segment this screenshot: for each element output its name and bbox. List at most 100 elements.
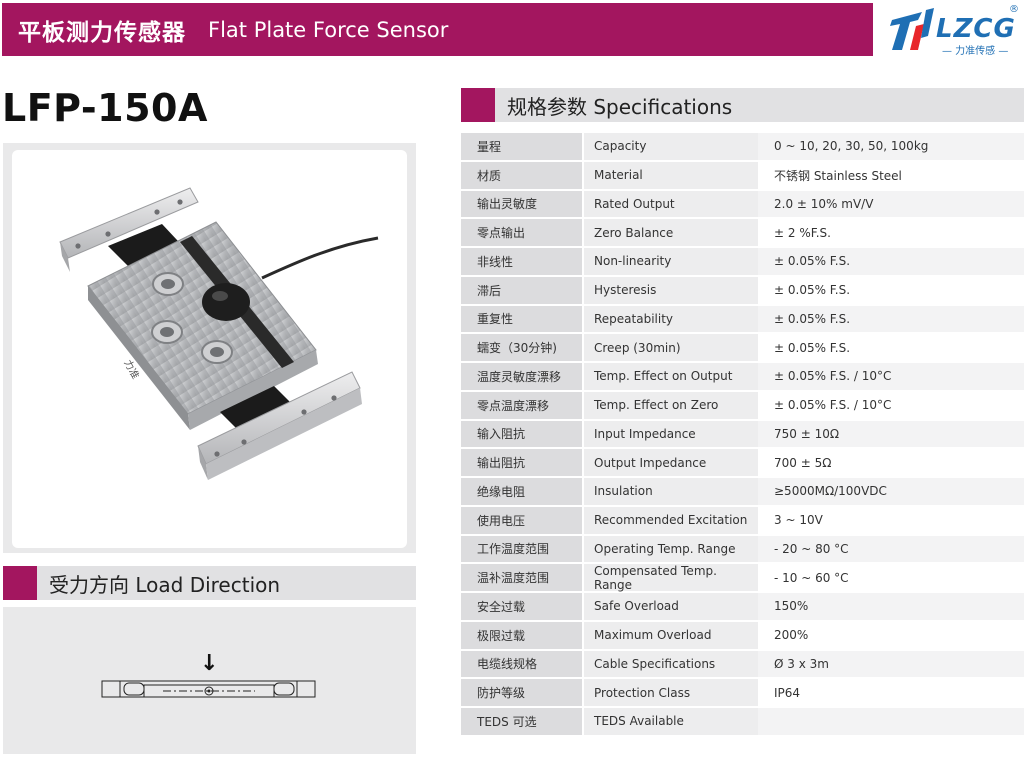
spec-label-en: Temp. Effect on Output xyxy=(584,363,758,390)
spec-label-cn: 绝缘电阻 xyxy=(461,478,582,505)
spec-value: ± 0.05% F.S. xyxy=(758,334,1024,361)
product-photo-frame: 力准 xyxy=(3,143,416,553)
spec-label-cn: 防护等级 xyxy=(461,679,582,706)
spec-label-cn: 使用电压 xyxy=(461,506,582,534)
spec-value: ≥5000MΩ/100VDC xyxy=(758,478,1024,505)
spec-label-en: Creep (30min) xyxy=(584,334,758,361)
spec-value: 750 ± 10Ω xyxy=(758,420,1024,448)
load-direction-diagram: ↓ xyxy=(3,607,416,754)
product-photo: 力准 xyxy=(12,150,407,548)
spec-value: 不锈钢 Stainless Steel xyxy=(758,161,1024,189)
spec-label-en: Hysteresis xyxy=(584,276,758,304)
spec-label-cn: 工作温度范围 xyxy=(461,535,582,563)
logo-registered-mark: ® xyxy=(1009,4,1019,15)
load-cell-illustration: 力准 xyxy=(59,187,379,480)
spec-label-cn: 非线性 xyxy=(461,248,582,275)
logo-brand-text: LZCG xyxy=(936,14,1016,44)
spec-label-cn: 零点温度漂移 xyxy=(461,391,582,419)
spec-label-cn: 输出灵敏度 xyxy=(461,190,582,218)
spec-value: ± 0.05% F.S. xyxy=(758,248,1024,275)
title-en: Flat Plate Force Sensor xyxy=(208,17,449,42)
spec-label-en: Rated Output xyxy=(584,190,758,218)
spec-label-en: Input Impedance xyxy=(584,420,758,448)
product-model: LFP-150A xyxy=(2,86,208,130)
section-marker xyxy=(3,566,37,600)
spec-label-cn: 输入阻抗 xyxy=(461,420,582,448)
spec-label-en: Maximum Overload xyxy=(584,621,758,649)
spec-label-cn: 重复性 xyxy=(461,305,582,333)
spec-value: ± 0.05% F.S. xyxy=(758,305,1024,333)
spec-value xyxy=(758,708,1024,735)
spec-label-cn: 安全过载 xyxy=(461,593,582,620)
side-view-drawing xyxy=(101,680,316,698)
logo-subtitle: — 力准传感 — xyxy=(942,46,1009,57)
spec-value: - 20 ~ 80 °C xyxy=(758,535,1024,563)
spec-value: ± 0.05% F.S. xyxy=(758,276,1024,304)
spec-value: IP64 xyxy=(758,679,1024,706)
spec-label-cn: 蠕变（30分钟) xyxy=(461,334,582,361)
spec-label-cn: 温补温度范围 xyxy=(461,564,582,591)
spec-value: ± 0.05% F.S. / 10°C xyxy=(758,391,1024,419)
spec-value: Ø 3 x 3m xyxy=(758,650,1024,678)
spec-value: ± 0.05% F.S. / 10°C xyxy=(758,363,1024,390)
spec-label-en: Zero Balance xyxy=(584,219,758,246)
section-marker xyxy=(461,88,495,122)
spec-label-cn: 滞后 xyxy=(461,276,582,304)
header-banner: 平板测力传感器 Flat Plate Force Sensor xyxy=(2,3,873,56)
spec-label-cn: 电缆线规格 xyxy=(461,650,582,678)
spec-label-en: Recommended Excitation xyxy=(584,506,758,534)
spec-label-cn: TEDS 可选 xyxy=(461,708,582,735)
spec-value: 0 ~ 10, 20, 30, 50, 100kg xyxy=(758,133,1024,160)
table-row: 蠕变（30分钟)Creep (30min)± 0.05% F.S. xyxy=(461,334,1024,363)
spec-label-cn: 温度灵敏度漂移 xyxy=(461,363,582,390)
spec-label-cn: 量程 xyxy=(461,133,582,160)
spec-label-en: Temp. Effect on Zero xyxy=(584,391,758,419)
title-cn: 平板测力传感器 xyxy=(18,19,186,46)
spec-label-en: TEDS Available xyxy=(584,708,758,735)
spec-label-en: Operating Temp. Range xyxy=(584,535,758,563)
spec-value: ± 2 %F.S. xyxy=(758,219,1024,246)
spec-value: 150% xyxy=(758,593,1024,620)
spec-label-en: Output Impedance xyxy=(584,449,758,476)
brand-logo-icon xyxy=(890,8,934,50)
spec-label-cn: 零点输出 xyxy=(461,219,582,246)
specifications-title: 规格参数 Specifications xyxy=(507,94,733,119)
spec-value: 3 ~ 10V xyxy=(758,506,1024,534)
spec-label-en: Cable Specifications xyxy=(584,650,758,678)
spec-label-en: Safe Overload xyxy=(584,593,758,620)
spec-label-cn: 输出阻抗 xyxy=(461,449,582,476)
load-arrow-icon: ↓ xyxy=(200,651,219,676)
spec-value: 2.0 ± 10% mV/V xyxy=(758,190,1024,218)
load-direction-title: 受力方向 Load Direction xyxy=(49,572,281,597)
spec-value: - 10 ~ 60 °C xyxy=(758,564,1024,591)
specifications-heading: 规格参数 Specifications xyxy=(461,88,1024,122)
spec-label-en: Non-linearity xyxy=(584,248,758,275)
spec-label-en: Repeatability xyxy=(584,305,758,333)
spec-label-en: Compensated Temp. Range xyxy=(584,564,758,592)
spec-label-en: Insulation xyxy=(584,478,758,505)
load-direction-heading: 受力方向 Load Direction xyxy=(3,566,416,600)
spec-label-cn: 极限过载 xyxy=(461,621,582,649)
spec-label-en: Capacity xyxy=(584,133,758,160)
